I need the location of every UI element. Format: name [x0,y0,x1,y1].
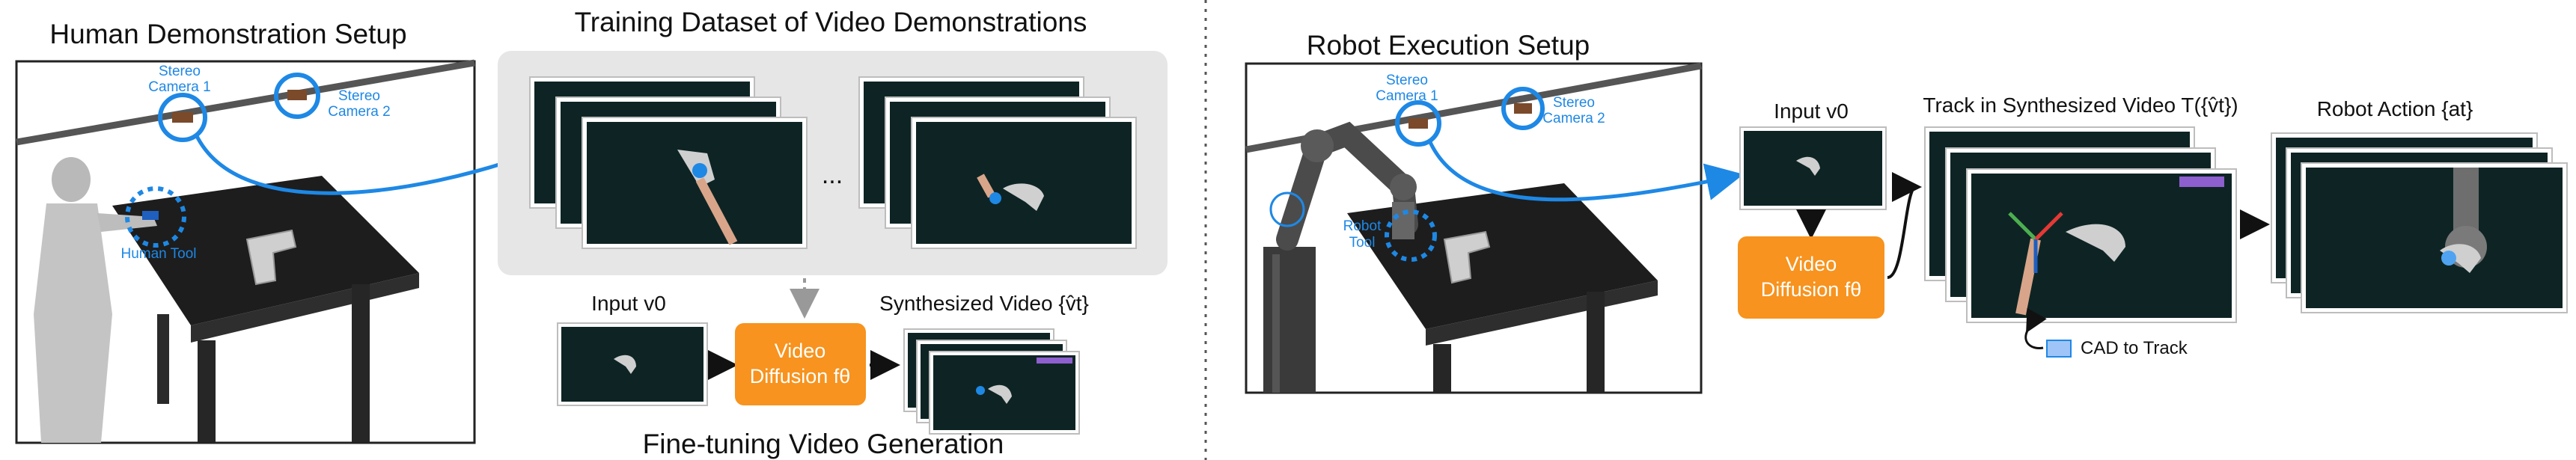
training-video-stack-1 [529,76,808,249]
cad-to-track-arrow [2024,307,2047,350]
pipeline-track-stack [1924,126,2237,323]
human-figure [34,157,157,443]
pipeline-diffusion-box [1738,236,1884,319]
robot-tool-line2: Tool [1349,235,1376,251]
pipeline-cad-label: CAD to Track [2081,338,2188,358]
pipeline-action-label: Robot Action {at} [2317,97,2473,120]
pipeline-model-line2: Diffusion fθ [1761,278,1862,301]
human-setup-title: Human Demonstration Setup [49,19,406,49]
camera-to-dataset-arrow [194,133,540,195]
pipeline-action-stack [2271,132,2568,313]
human-tool-label: Human Tool [120,246,196,262]
finetune-diffusion-box [735,323,866,405]
human-scene [15,59,476,444]
robot-camera1-line2: Camera 1 [1376,88,1438,104]
robot-camera1-line1: Stereo [1386,73,1428,88]
human-camera2-line2: Camera 2 [328,104,390,120]
finetune-output-label: Synthesized Video {v̂t} [879,292,1089,315]
finetune-model-line1: Video [775,340,826,362]
robot-camera2-line1: Stereo [1553,95,1595,111]
finetune-title: Fine-tuning Video Generation [643,429,1004,459]
pipeline-model-line1: Video [1786,253,1837,275]
training-video-stack-2 [858,76,1137,249]
human-camera1-line1: Stereo [159,64,201,79]
human-camera1-line2: Camera 1 [148,79,210,95]
finetune-input-label: Input v0 [591,292,666,315]
training-title: Training Dataset of Video Demonstrations [575,7,1087,37]
finetune-model-line2: Diffusion fθ [750,365,851,387]
cad-model [2046,340,2072,358]
robot-setup-title: Robot Execution Setup [1307,30,1590,61]
training-ellipsis: ... [822,161,843,189]
pipeline-input-video [1739,126,1887,210]
human-camera2-line1: Stereo [338,88,380,104]
finetune-input-video [557,322,708,406]
robot-camera-to-input-arrow [1427,139,1744,202]
pipeline-track-label: Track in Synthesized Video T({v̂t}) [1923,93,2238,117]
pipeline-input-label: Input v0 [1774,99,1849,123]
finetune-output-stack [903,328,1080,435]
robot-camera2-line2: Camera 2 [1542,111,1605,126]
robot-scene [1245,62,1703,394]
pipeline-model-to-track-arrow [1887,172,1922,279]
robot-tool-line1: Robot [1343,218,1382,234]
